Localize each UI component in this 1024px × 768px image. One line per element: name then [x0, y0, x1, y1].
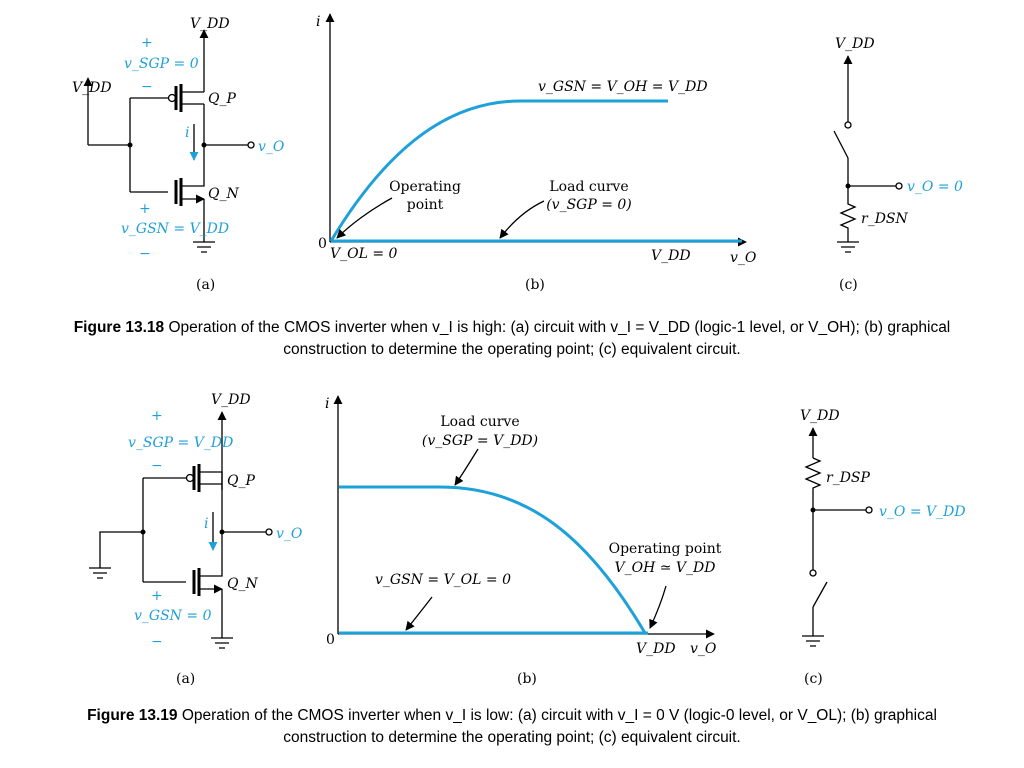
vdd-top-label: V_DD: [190, 16, 230, 32]
qp-label: Q_P: [208, 91, 236, 107]
caption-line-2: construction to determine the operating …: [283, 341, 741, 358]
curve-label: v_GSN = V_OH = V_DD: [538, 79, 708, 95]
equiv-vo-label: v_O = V_DD: [879, 504, 966, 520]
x-axis-label: v_O: [730, 250, 757, 266]
vgsn-plus: +: [151, 588, 163, 604]
vdd-tick-label: V_DD: [651, 248, 691, 264]
load-label-1: Load curve: [549, 179, 628, 195]
y-axis-label: i: [316, 14, 320, 30]
vsgp-plus: +: [141, 35, 153, 51]
load-label-1: Load curve: [440, 414, 519, 430]
origin-label: 0: [318, 236, 327, 252]
vo-label: v_O: [276, 526, 303, 542]
vgsn-label: v_GSN = V_DD: [121, 221, 229, 237]
y-axis-label: i: [325, 396, 329, 412]
equiv-r-label: r_DSP: [826, 470, 871, 486]
vdd-input-label: V_DD: [72, 80, 112, 96]
equiv-vdd-label: V_DD: [800, 408, 840, 424]
vsgp-minus: −: [151, 458, 163, 474]
equiv-r-label: r_DSN: [861, 211, 909, 227]
fig1319-graph: i v_O 0 V_DD Load curve (v_SGP = V_DD) v…: [325, 395, 722, 687]
vsgp-label: v_SGP = 0: [124, 56, 199, 72]
caption-line-1: Figure 13.19 Operation of the CMOS inver…: [87, 707, 937, 724]
part-b-label: (b): [517, 671, 537, 687]
op-label-1: Operating point: [609, 541, 722, 557]
part-c-label: (c): [804, 671, 823, 687]
figure-13-19: V_DD + v_SGP = V_DD − Q_P Q_N i v_O + v_…: [87, 392, 966, 746]
part-b-label: (b): [525, 277, 545, 293]
vsgp-minus: −: [141, 79, 153, 95]
vo-label: v_O: [258, 139, 285, 155]
equiv-vo-label: v_O = 0: [907, 179, 963, 195]
qn-label: Q_N: [208, 186, 239, 202]
fig1319-equivalent: V_DD r_DSP v_O = V_DD (c): [800, 408, 966, 687]
equiv-vdd-label: V_DD: [835, 36, 875, 52]
part-c-label: (c): [839, 277, 858, 293]
curve-label: v_GSN = V_OL = 0: [375, 572, 511, 588]
vgsn-plus: +: [139, 201, 151, 217]
current-label: i: [204, 516, 208, 532]
x-axis-label: v_O: [690, 641, 717, 657]
qp-label: Q_P: [227, 473, 255, 489]
vgsn-minus: −: [151, 634, 163, 650]
vgsn-label: v_GSN = 0: [134, 608, 212, 624]
qn-label: Q_N: [227, 576, 258, 592]
vgsn-minus: −: [139, 246, 151, 262]
current-label: i: [185, 125, 189, 141]
part-a-label: (a): [196, 277, 215, 293]
caption-line-2: construction to determine the operating …: [283, 729, 741, 746]
fig1319-circuit: V_DD + v_SGP = V_DD − Q_P Q_N i v_O + v_…: [89, 392, 303, 687]
op-label-1: Operating: [389, 179, 461, 195]
vdd-tick-label: V_DD: [636, 641, 676, 657]
fig1318-graph: i v_O 0 V_OL = 0 V_DD v_GSN = V_OH = V_D…: [316, 13, 757, 293]
caption-line-1: Figure 13.18 Operation of the CMOS inver…: [74, 319, 951, 336]
vsgp-label: v_SGP = V_DD: [128, 435, 233, 451]
vol-label: V_OL = 0: [330, 246, 398, 262]
fig1318-equivalent: V_DD v_O = 0 r_DSN (c): [833, 36, 963, 293]
figure-13-18: V_DD V_DD + v_SGP = 0 − Q_P Q_N i v_O + …: [72, 13, 963, 358]
op-label-2: point: [407, 197, 444, 213]
vsgp-plus: +: [151, 408, 163, 424]
load-label-2: (v_SGP = V_DD): [422, 433, 538, 449]
fig1318-circuit: V_DD V_DD + v_SGP = 0 − Q_P Q_N i v_O + …: [72, 16, 285, 293]
vdd-top-label: V_DD: [211, 392, 251, 408]
part-a-label: (a): [176, 671, 195, 687]
load-label-2: (v_SGP = 0): [546, 197, 632, 213]
op-label-2: V_OH ≃ V_DD: [615, 560, 716, 576]
origin-label: 0: [326, 632, 335, 648]
